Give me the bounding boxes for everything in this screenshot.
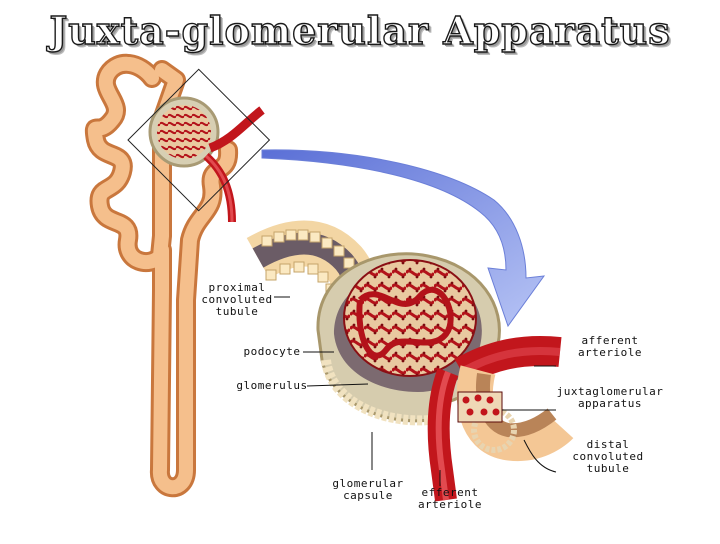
- label-afferent-arteriole: afferent arteriole: [577, 334, 643, 359]
- label-juxtaglomerular-apparatus: juxtaglomerular apparatus: [556, 385, 664, 410]
- small-renal-corpuscle: [148, 96, 265, 223]
- label-efferent-arteriole: efferent arteriole: [417, 486, 483, 511]
- page-title: Juxta-glomerular Apparatus: [49, 7, 671, 53]
- leader-lines: [274, 296, 557, 486]
- juxtaglomerular-cells: [457, 391, 503, 423]
- label-podocyte: podocyte: [243, 345, 301, 358]
- label-distal-convoluted-tubule: distal convoluted tubule: [572, 438, 644, 475]
- label-proximal-convoluted-tubule: proximal convoluted tubule: [201, 281, 273, 318]
- label-glomerulus: glomerulus: [236, 379, 308, 392]
- enlarged-corpuscle: [246, 220, 574, 502]
- zoom-arrow: [261, 149, 546, 328]
- zoom-region-box: [127, 68, 271, 212]
- label-glomerular-capsule: glomerular capsule: [332, 477, 404, 502]
